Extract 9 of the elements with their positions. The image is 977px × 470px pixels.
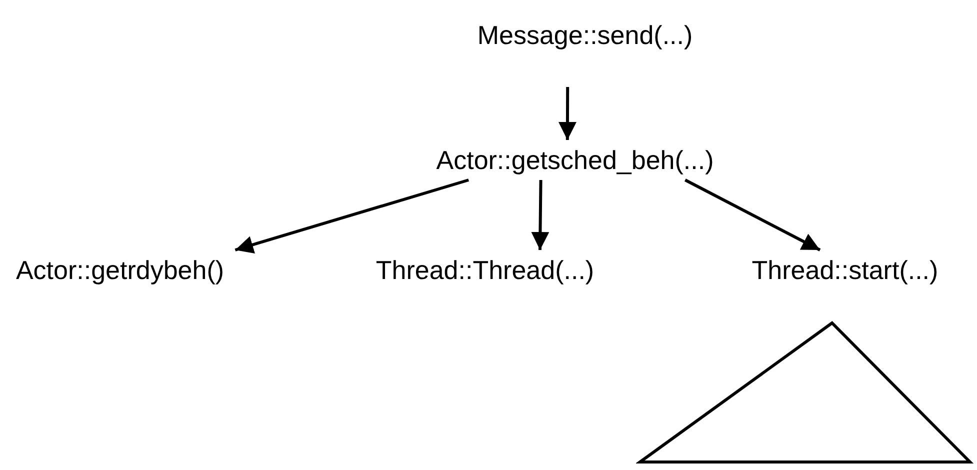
arrow [234, 178, 470, 254]
arrow [558, 87, 576, 140]
function-name: Actor::getsched_beh(...) [436, 144, 714, 177]
arrow [531, 180, 550, 250]
function-name: Thread::Thread(...) [376, 254, 594, 287]
function-name: Message::send(...) [477, 19, 693, 52]
arrow [684, 178, 821, 252]
function-name: Actor::getrdybeh() [16, 254, 224, 287]
function-name: Thread::start(...) [752, 254, 938, 287]
